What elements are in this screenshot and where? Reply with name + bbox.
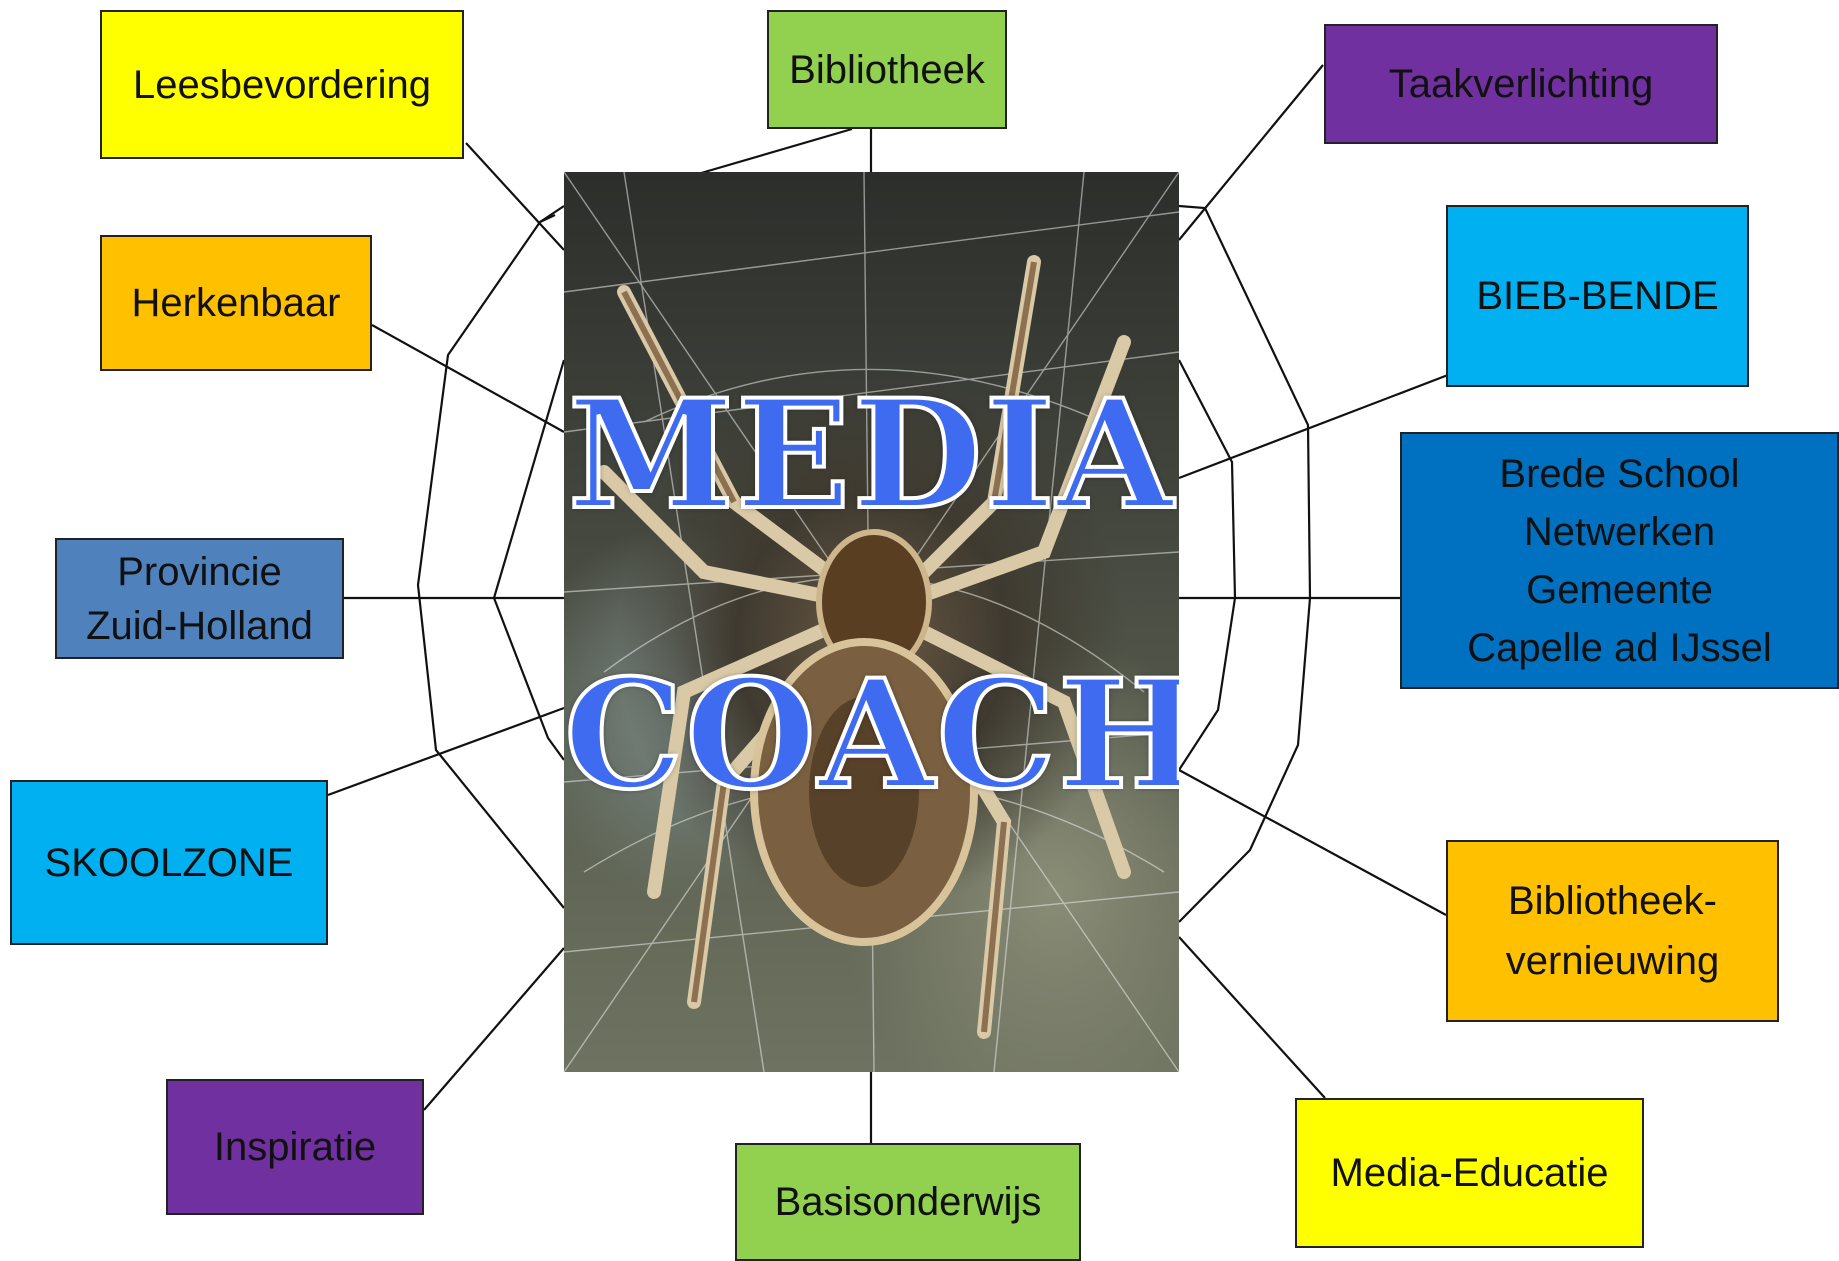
node-label: Taakverlichting [1388, 62, 1654, 106]
web-ring-top-left [539, 214, 556, 223]
node-bieb-bende: BIEB-BENDE [1446, 205, 1749, 387]
web-ring-outer-right [1178, 204, 1312, 923]
node-label: Provincie Zuid-Holland [86, 549, 313, 648]
node-media-educatie: Media-Educatie [1295, 1098, 1644, 1248]
title-coach: COACH [564, 645, 1179, 825]
web-ring-inner-left [492, 359, 566, 761]
node-taakverlichting: Taakverlichting [1324, 24, 1718, 144]
spider-photo: MEDIA COACH [564, 172, 1179, 1072]
node-skoolzone: SKOOLZONE [10, 780, 328, 945]
node-provincie: Provincie Zuid-Holland [55, 538, 344, 659]
node-label: Inspiratie [213, 1125, 377, 1169]
node-label: SKOOLZONE [44, 840, 294, 885]
spider-illustration [564, 172, 1179, 1072]
node-label: Herkenbaar [131, 281, 341, 325]
web-ring-outer-left [416, 205, 565, 909]
node-label: Leesbevordering [133, 62, 431, 107]
connector-inspiratie [423, 947, 565, 1111]
connector-taakverlichting [1178, 64, 1324, 241]
connector-herkenbaar [371, 324, 565, 433]
title-media: MEDIA [566, 365, 1175, 545]
connector-bibliotheekvernieuwing [1178, 769, 1447, 916]
node-basisonderwijs: Basisonderwijs [735, 1143, 1081, 1261]
node-leesbevordering: Leesbevordering [100, 10, 464, 159]
node-label: Media-Educatie [1330, 1151, 1609, 1195]
node-bibliotheek: Bibliotheek [767, 10, 1007, 129]
connector-bieb-bende [1178, 368, 1462, 480]
node-herkenbaar: Herkenbaar [100, 235, 372, 371]
web-ring-inner-right [1178, 359, 1237, 771]
node-label: Basisonderwijs [774, 1180, 1042, 1224]
node-label: BIEB-BENDE [1476, 274, 1719, 318]
node-label: Bibliotheek [789, 47, 985, 92]
connector-media-educatie [1178, 936, 1326, 1099]
node-inspiratie: Inspiratie [166, 1079, 424, 1215]
connector-skoolzone [327, 706, 565, 797]
connector-leesbevordering [465, 142, 565, 251]
node-label: Bibliotheek- vernieuwing [1505, 879, 1720, 983]
node-brede-school: Brede School Netwerken Gemeente Capelle … [1400, 432, 1839, 689]
node-bibliotheekvernieuwing: Bibliotheek- vernieuwing [1446, 840, 1779, 1022]
node-label: Brede School Netwerken Gemeente Capelle … [1467, 451, 1772, 670]
